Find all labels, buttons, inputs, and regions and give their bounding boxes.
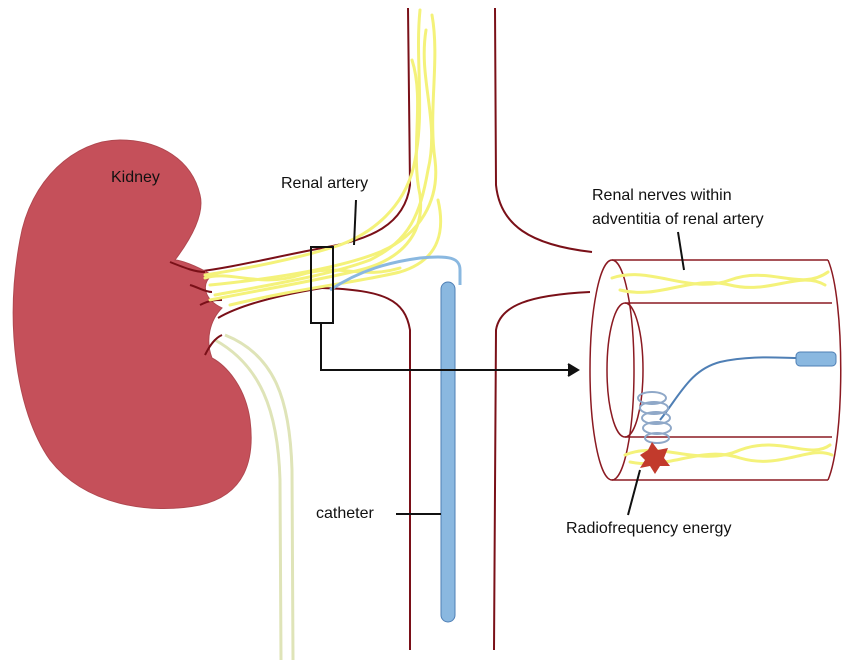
renal-nerves-label-line1: Renal nerves within bbox=[592, 187, 732, 204]
aorta bbox=[321, 7, 593, 651]
magnified-catheter bbox=[659, 351, 837, 421]
radiofrequency-label: Radiofrequency energy bbox=[566, 520, 732, 537]
renal-artery-leader bbox=[353, 199, 357, 246]
renal-artery-label: Renal artery bbox=[281, 175, 369, 192]
renal-nerves bbox=[203, 8, 443, 307]
kidney-label: Kidney bbox=[111, 169, 160, 186]
aorta-right-wall bbox=[494, 7, 593, 253]
renal-nerves-leader bbox=[677, 231, 685, 271]
magnify-arrow bbox=[320, 323, 580, 377]
ureter bbox=[214, 333, 295, 661]
rf-burn-spot bbox=[640, 442, 670, 474]
rf-leader bbox=[627, 469, 641, 516]
magnified-nerves bbox=[610, 270, 834, 466]
aorta-left-wall bbox=[321, 7, 412, 249]
leader-lines bbox=[353, 199, 685, 516]
kidney bbox=[12, 139, 252, 510]
rf-coil bbox=[637, 391, 672, 444]
catheter bbox=[329, 255, 462, 623]
renal-nerves-label-line2: adventitia of renal artery bbox=[592, 211, 764, 228]
magnified-artery bbox=[589, 259, 842, 481]
catheter-label: catheter bbox=[316, 505, 374, 522]
